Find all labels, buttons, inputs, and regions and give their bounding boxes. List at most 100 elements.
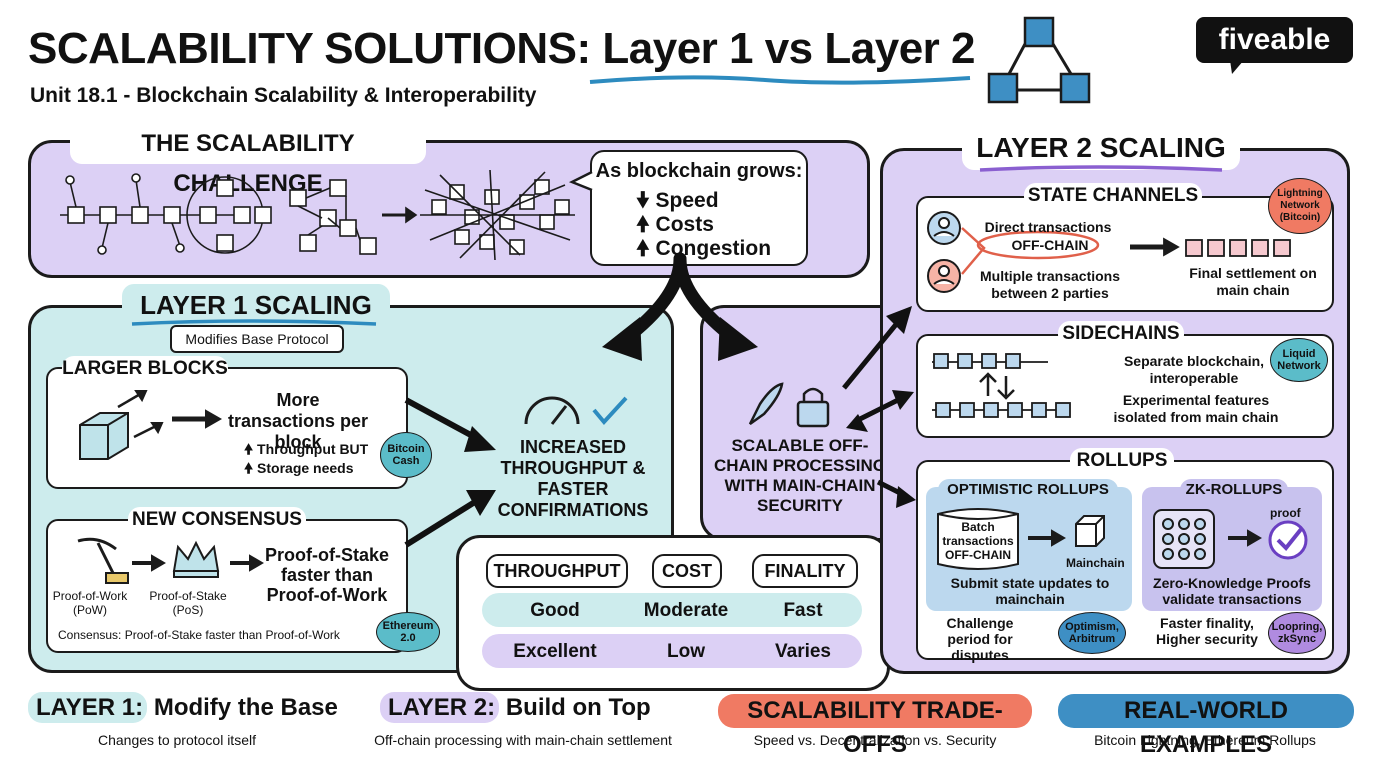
footer-layer1-rest: Modify the Base (153, 694, 338, 721)
layer1-title: LAYER 1 SCALING (122, 284, 390, 326)
arrow-up-icon: 🠝 (636, 237, 650, 260)
bitcoin-cash-badge: Bitcoin Cash (380, 432, 432, 478)
new-consensus-main: Proof-of-Stake faster than Proof-of-Work (264, 545, 389, 605)
storage-text: Storage needs (257, 460, 354, 476)
footer-layer1: LAYER 1: Modify the Base Changes to prot… (22, 692, 338, 756)
new-consensus-footer: Consensus: Proof-of-Stake faster than Pr… (58, 628, 340, 642)
brand-text: fiveable (1218, 23, 1331, 56)
submit-label: Submit state updates to mainchain (950, 575, 1110, 607)
rollups-title: ROLLUPS (1070, 448, 1174, 474)
footer-examples-title: REAL-WORLD EXAMPLES (1058, 694, 1354, 758)
bubble-speed: 🠟 Speed (636, 186, 719, 221)
footer-examples: REAL-WORLD EXAMPLES Bitcoin Lightning, E… (1050, 694, 1360, 758)
row2-cost: Low (667, 641, 705, 662)
layer1-row (482, 593, 862, 627)
rocket-lock-icon (748, 382, 830, 428)
layer1-result: INCREASED THROUGHPUT & FASTER CONFIRMATI… (497, 437, 649, 520)
state-channels-title: STATE CHANNELS (1024, 183, 1202, 209)
footer-tradeoffs-title: SCALABILITY TRADE-OFFS (718, 694, 1032, 758)
footer-layer2: LAYER 2: Build on Top Off-chain processi… (350, 692, 696, 756)
footer-layer2-label: LAYER 2: (380, 692, 500, 723)
header-finality: FINALITY (752, 554, 858, 588)
page-title: SCALABILITY SOLUTIONS: Layer 1 vs Layer … (28, 24, 975, 74)
title-part2: Layer 1 vs Layer 2 (602, 24, 975, 73)
loopring-badge: Loopring, zkSync (1268, 612, 1326, 654)
settlement-chain-icon (1130, 237, 1291, 257)
footer-layer2-sub: Off-chain processing with main-chain set… (374, 732, 672, 748)
pow-to-pos-icons (77, 537, 264, 584)
layer1-underline (131, 319, 377, 326)
header-cost: COST (652, 554, 722, 588)
fork-arrow (602, 252, 758, 361)
pow-label: Proof-of-Work (PoW) (52, 589, 128, 617)
bubble-title: As blockchain grows: (595, 160, 803, 182)
row1-finality: Fast (783, 600, 823, 621)
larger-blocks-main: More transactions per block (227, 390, 369, 452)
footer-layer1-label: LAYER 1: (28, 692, 148, 723)
batch-rollup-icon (937, 508, 1105, 570)
gauge-check-icon (524, 396, 628, 426)
ethereum-badge: Ethereum 2.0 (376, 612, 440, 652)
final-settlement: Final settlement on main chain (1189, 265, 1317, 298)
footer-tradeoffs-sub: Speed vs. Decentralization vs. Security (753, 732, 997, 748)
liquid-badge: Liquid Network (1270, 338, 1328, 382)
optimism-badge: Optimism, Arbitrum (1058, 612, 1126, 654)
costs-label: Costs (655, 213, 714, 236)
optimistic-title: OPTIMISTIC ROLLUPS (938, 479, 1118, 501)
two-parties-icon (927, 211, 1100, 293)
layer1-subtitle: Modifies Base Protocol (170, 325, 344, 353)
layer2-row (482, 634, 862, 668)
direct-transactions: Direct transactions (984, 219, 1112, 235)
throughput-text: Throughput BUT (257, 441, 369, 457)
larger-blocks-line2: 🠝 Storage needs (244, 458, 354, 482)
footer-layer1-sub: Changes to protocol itself (98, 732, 256, 748)
row2-throughput: Excellent (513, 641, 597, 662)
header-throughput: THROUGHPUT (486, 554, 628, 588)
speed-label: Speed (655, 189, 719, 212)
mainchain-label: Mainchain (1066, 556, 1125, 570)
footer-layer2-rest: Build on Top (505, 694, 651, 721)
bubble-tail (568, 170, 593, 192)
larger-blocks-title: LARGER BLOCKS (62, 356, 228, 382)
footer-layer2-title: LAYER 2: Build on Top (380, 692, 651, 723)
layer2-title: LAYER 2 SCALING (962, 126, 1240, 170)
sidechains-line2: Experimental features isolated from main… (1113, 392, 1279, 425)
blockchain-cubes-icon (987, 16, 1091, 104)
arrow-up-icon: 🠝 (244, 441, 254, 457)
challenge-label: Challenge period for disputes (946, 615, 1014, 663)
layer2-arrows (842, 306, 916, 508)
arrow-up-icon: 🠝 (636, 213, 650, 236)
new-consensus-title: NEW CONSENSUS (128, 507, 306, 533)
arrow-up-icon: 🠝 (244, 460, 254, 476)
offchain-label: OFF-CHAIN (1011, 237, 1089, 253)
zk-proof-icon (1153, 509, 1308, 569)
zk-title: ZK-ROLLUPS (1180, 479, 1288, 501)
layer1-arrows (404, 397, 496, 548)
network-growth-diagram (60, 169, 575, 261)
row1-throughput: Good (530, 600, 580, 621)
row1-cost: Moderate (643, 600, 729, 621)
footer-layer1-title: LAYER 1: Modify the Base (28, 692, 338, 723)
footer-tradeoffs: SCALABILITY TRADE-OFFS Speed vs. Decentr… (708, 694, 1042, 758)
center-result: SCALABLE OFF-CHAIN PROCESSING WITH MAIN-… (714, 436, 886, 515)
larger-blocks-line1: 🠝 Throughput BUT (244, 439, 368, 463)
batch-label: Batch transactions OFF-CHAIN (942, 520, 1014, 562)
bubble-costs: 🠝 Costs (636, 210, 714, 245)
logo-tail-icon (1230, 60, 1244, 74)
layer2-underline (979, 165, 1223, 172)
multiple-transactions: Multiple transactions between 2 parties (979, 268, 1121, 301)
lightning-badge: Lightning Network (Bitcoin) (1268, 178, 1332, 234)
title-underline (589, 75, 971, 85)
fiveable-logo: fiveable (1196, 17, 1353, 63)
arrow-down-icon: 🠟 (636, 189, 650, 212)
sidechains-line1: Separate blockchain, interoperable (1123, 353, 1265, 386)
pos-label: Proof-of-Stake (PoS) (149, 589, 227, 617)
footer-examples-sub: Bitcoin Lightning, Ethereum Rollups (1094, 732, 1316, 748)
page-subtitle: Unit 18.1 - Blockchain Scalability & Int… (30, 84, 537, 107)
zk-finality: Faster finality, Higher security (1156, 615, 1258, 647)
block-expand-icon (79, 390, 223, 460)
row2-finality: Varies (775, 641, 831, 662)
zk-desc: Zero-Knowledge Proofs validate transacti… (1153, 575, 1311, 607)
sidechains-title: SIDECHAINS (1058, 321, 1184, 347)
sidechain-diagram (932, 353, 1071, 418)
